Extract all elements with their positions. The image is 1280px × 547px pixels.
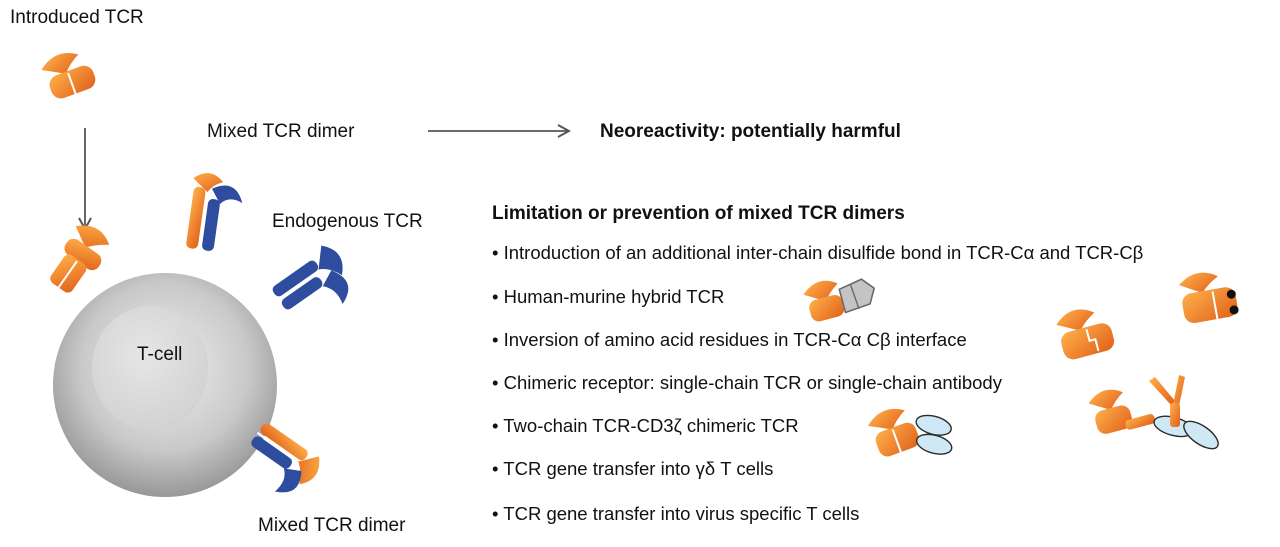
introduced-tcr-on-cell bbox=[50, 225, 110, 293]
endogenous-tcr-label: Endogenous TCR bbox=[272, 211, 423, 232]
mixed-tcr-dimer-top-on-cell bbox=[186, 173, 243, 251]
mixed-tcr-dimer-bottom-on-cell bbox=[251, 423, 320, 493]
list-item-chimeric-receptor: • Chimeric receptor: single-chain TCR or… bbox=[492, 372, 1002, 393]
cd3-zeta-tcr-icon bbox=[867, 408, 953, 457]
list-item-hybrid-tcr: • Human-murine hybrid TCR bbox=[492, 286, 725, 307]
neoreactivity-label: Neoreactivity: potentially harmful bbox=[600, 121, 901, 142]
limitation-heading: Limitation or prevention of mixed TCR di… bbox=[492, 203, 905, 224]
hybrid-tcr-icon bbox=[803, 278, 876, 322]
endogenous-tcr-on-cell bbox=[272, 245, 349, 310]
list-item-virus-specific: • TCR gene transfer into virus specific … bbox=[492, 503, 860, 524]
list-item-gamma-delta: • TCR gene transfer into γδ T cells bbox=[492, 458, 774, 479]
mixed-tcr-dimer-label-bottom: Mixed TCR dimer bbox=[258, 515, 406, 536]
list-item-cd3-zeta: • Two-chain TCR-CD3ζ chimeric TCR bbox=[492, 415, 799, 436]
introduced-tcr-icon bbox=[41, 53, 96, 99]
t-cell-nucleus bbox=[92, 306, 208, 430]
mixed-tcr-dimer-label-top: Mixed TCR dimer bbox=[207, 121, 355, 142]
inversion-tcr-icon bbox=[1056, 309, 1115, 360]
single-chain-antibody-icon bbox=[1149, 375, 1219, 450]
list-item-disulfide-bond: • Introduction of an additional inter-ch… bbox=[492, 242, 1144, 263]
introduced-tcr-label: Introduced TCR bbox=[10, 7, 144, 28]
t-cell-label: T-cell bbox=[137, 344, 183, 365]
list-item-inversion: • Inversion of amino acid residues in TC… bbox=[492, 329, 967, 350]
disulfide-tcr-icon bbox=[1178, 272, 1239, 323]
